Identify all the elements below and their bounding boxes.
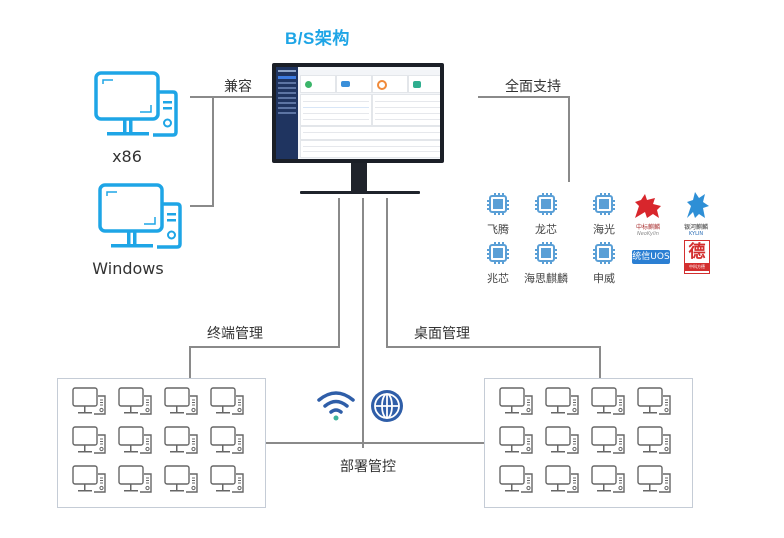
server-monitor	[272, 63, 444, 163]
kylin-logo: 银河麒麟 KYLIN	[676, 190, 716, 237]
connector-line	[338, 198, 340, 348]
client-windows: Windows	[92, 182, 187, 278]
terminal-pc-icon	[591, 465, 637, 504]
connector-line	[190, 205, 214, 207]
connector-line	[386, 346, 601, 348]
terminal-pc-icon	[637, 387, 683, 426]
cpu-chip-icon	[535, 242, 557, 264]
cpu-chip-icon	[593, 242, 615, 264]
monitor-stand-neck	[351, 163, 367, 191]
connector-line	[362, 198, 364, 448]
console-content	[300, 71, 440, 158]
terminal-pc-icon	[118, 387, 164, 426]
terminal-pc-icon	[499, 426, 545, 465]
cpu-item: 兆芯	[468, 241, 528, 286]
cpu-item: 龙芯	[516, 192, 576, 237]
cpu-label: 海光	[593, 223, 615, 236]
terminal-mgmt-label: 终端管理	[207, 326, 263, 342]
monitor-stand-base	[300, 191, 420, 194]
cpu-chip-icon	[593, 193, 615, 215]
terminal-pc-icon	[72, 387, 118, 426]
pc-grid	[499, 387, 683, 504]
terminal-pc-icon	[637, 426, 683, 465]
client-label: Windows	[92, 259, 164, 278]
cpu-label: 龙芯	[535, 223, 557, 236]
terminal-pc-icon	[164, 426, 210, 465]
terminal-pc-icon	[210, 465, 256, 504]
compat-label: 兼容	[224, 79, 252, 95]
wifi-icon	[317, 391, 355, 421]
terminal-pc-icon	[72, 465, 118, 504]
cpu-label: 海思麒麟	[524, 272, 568, 285]
terminal-pc-icon	[545, 426, 591, 465]
connector-line	[189, 346, 191, 378]
terminal-group-left	[57, 378, 266, 508]
full-support-label: 全面支持	[505, 79, 561, 95]
terminal-pc-icon	[499, 387, 545, 426]
desktop-computer-icon	[94, 71, 178, 137]
terminal-pc-icon	[591, 387, 637, 426]
terminal-pc-icon	[637, 465, 683, 504]
desktop-computer-icon	[98, 183, 182, 249]
client-label: x86	[112, 147, 142, 166]
connector-line	[386, 198, 388, 348]
desktop-mgmt-label: 桌面管理	[414, 326, 470, 342]
connector-line	[266, 442, 484, 444]
globe-icon	[371, 390, 403, 422]
connector-line	[212, 96, 214, 207]
cpu-item: 飞腾	[468, 192, 528, 237]
terminal-pc-icon	[164, 387, 210, 426]
terminal-pc-icon	[210, 387, 256, 426]
terminal-pc-icon	[72, 426, 118, 465]
cpu-chip-icon	[487, 242, 509, 264]
cpu-label: 飞腾	[487, 223, 509, 236]
connector-line	[599, 346, 601, 378]
terminal-pc-icon	[210, 426, 256, 465]
client-x86: x86	[93, 70, 183, 166]
connector-line	[190, 96, 272, 98]
connector-line	[478, 96, 570, 98]
connector-line	[568, 96, 570, 182]
console-sidebar	[276, 67, 298, 159]
cpu-chip-icon	[487, 193, 509, 215]
nfs-china-logo: 德 中科方德	[684, 240, 710, 274]
terminal-group-right	[484, 378, 693, 508]
diagram-title: B/S架构	[285, 29, 350, 48]
terminal-pc-icon	[164, 465, 210, 504]
terminal-pc-icon	[591, 426, 637, 465]
terminal-pc-icon	[118, 465, 164, 504]
terminal-pc-icon	[545, 387, 591, 426]
cpu-item: 海思麒麟	[516, 241, 576, 286]
cpu-item: 海光	[574, 192, 634, 237]
cpu-chip-icon	[535, 193, 557, 215]
terminal-pc-icon	[545, 465, 591, 504]
pc-grid	[72, 387, 256, 504]
neokylin-logo: 中标麒麟 NeoKylin	[628, 192, 668, 237]
uos-logo: 统信UOS	[632, 250, 670, 264]
cpu-label: 兆芯	[487, 272, 509, 285]
terminal-pc-icon	[499, 465, 545, 504]
cpu-item: 申威	[574, 241, 634, 286]
cpu-label: 申威	[593, 272, 615, 285]
connector-line	[189, 346, 340, 348]
deploy-control-label: 部署管控	[340, 459, 396, 475]
terminal-pc-icon	[118, 426, 164, 465]
web-console-screen	[276, 67, 440, 159]
